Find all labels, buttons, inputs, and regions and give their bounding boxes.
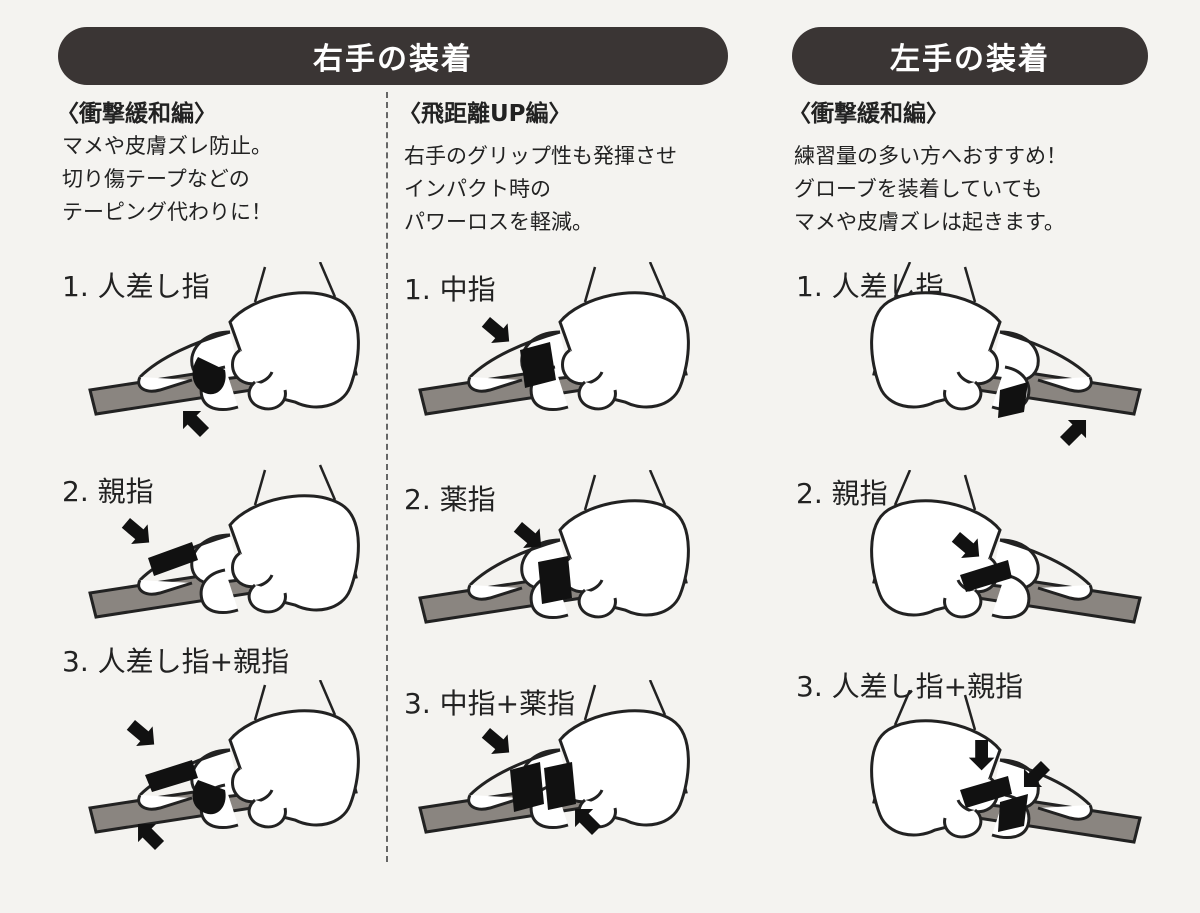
arrow-icon [173, 401, 214, 442]
tape-mark [998, 794, 1028, 832]
right-distance-subtitle: 〈飛距離UP編〉 [398, 101, 572, 127]
tape-mark [544, 762, 576, 810]
right-distance-illustration-1 [418, 262, 690, 416]
right-shock-illustration-1 [88, 262, 360, 442]
tape-mark [520, 342, 556, 388]
left-shock-description: 練習量の多い方へおすすめ！ グローブを装着していても マメや皮膚ズレは起きます。 [794, 144, 1067, 234]
tape-mark [960, 560, 1012, 592]
arrow-icon [477, 312, 518, 352]
right-shock-step-2: 2. 親指 [62, 475, 154, 508]
right-hand-title: 右手の装着 [313, 42, 473, 77]
arrow-icon [122, 715, 163, 755]
arrow-icon [477, 723, 518, 763]
right-shock-step-3: 3. 人差し指+親指 [62, 645, 290, 678]
left-shock-illustration-1 [870, 262, 1142, 451]
tape-mark [510, 762, 544, 812]
right-distance-step-2: 2. 薬指 [404, 483, 496, 516]
arrow-icon [117, 513, 158, 553]
right-shock-illustration-3 [88, 680, 360, 855]
right-distance-illustration-3 [418, 680, 690, 840]
tape-mark [998, 382, 1028, 418]
left-shock-illustration-3 [870, 690, 1142, 844]
left-shock-subtitle: 〈衝撃緩和編〉 [788, 101, 949, 127]
arrow-icon [1055, 410, 1096, 451]
right-shock-subtitle: 〈衝撃緩和編〉 [56, 101, 217, 127]
tape-mark [192, 780, 226, 815]
right-distance-description: 右手のグリップ性も発揮させ インパクト時の パワーロスを軽減。 [404, 144, 677, 234]
left-hand-title: 左手の装着 [890, 42, 1050, 77]
right-shock-description: マメや皮膚ズレ防止。 切り傷テープなどの テーピング代わりに！ [62, 134, 272, 224]
left-hand-banner: 左手の装着 [792, 27, 1148, 85]
tape-mark [145, 760, 198, 792]
left-shock-illustration-2 [870, 470, 1142, 624]
tape-mark [538, 556, 572, 604]
right-distance-step-1: 1. 中指 [404, 273, 496, 306]
tape-mark [148, 542, 198, 576]
left-shock-step-2: 2. 親指 [796, 477, 888, 510]
right-shock-step-1: 1. 人差し指 [62, 270, 210, 303]
right-shock-illustration-2 [88, 463, 360, 619]
right-distance-step-3: 3. 中指+薬指 [404, 687, 576, 720]
section-divider [386, 92, 388, 862]
right-distance-illustration-2 [418, 470, 690, 624]
tape-mark [960, 776, 1012, 808]
right-hand-banner: 右手の装着 [58, 27, 728, 85]
left-shock-step-3: 3. 人差し指+親指 [796, 670, 1024, 703]
tape-mark [192, 357, 226, 395]
